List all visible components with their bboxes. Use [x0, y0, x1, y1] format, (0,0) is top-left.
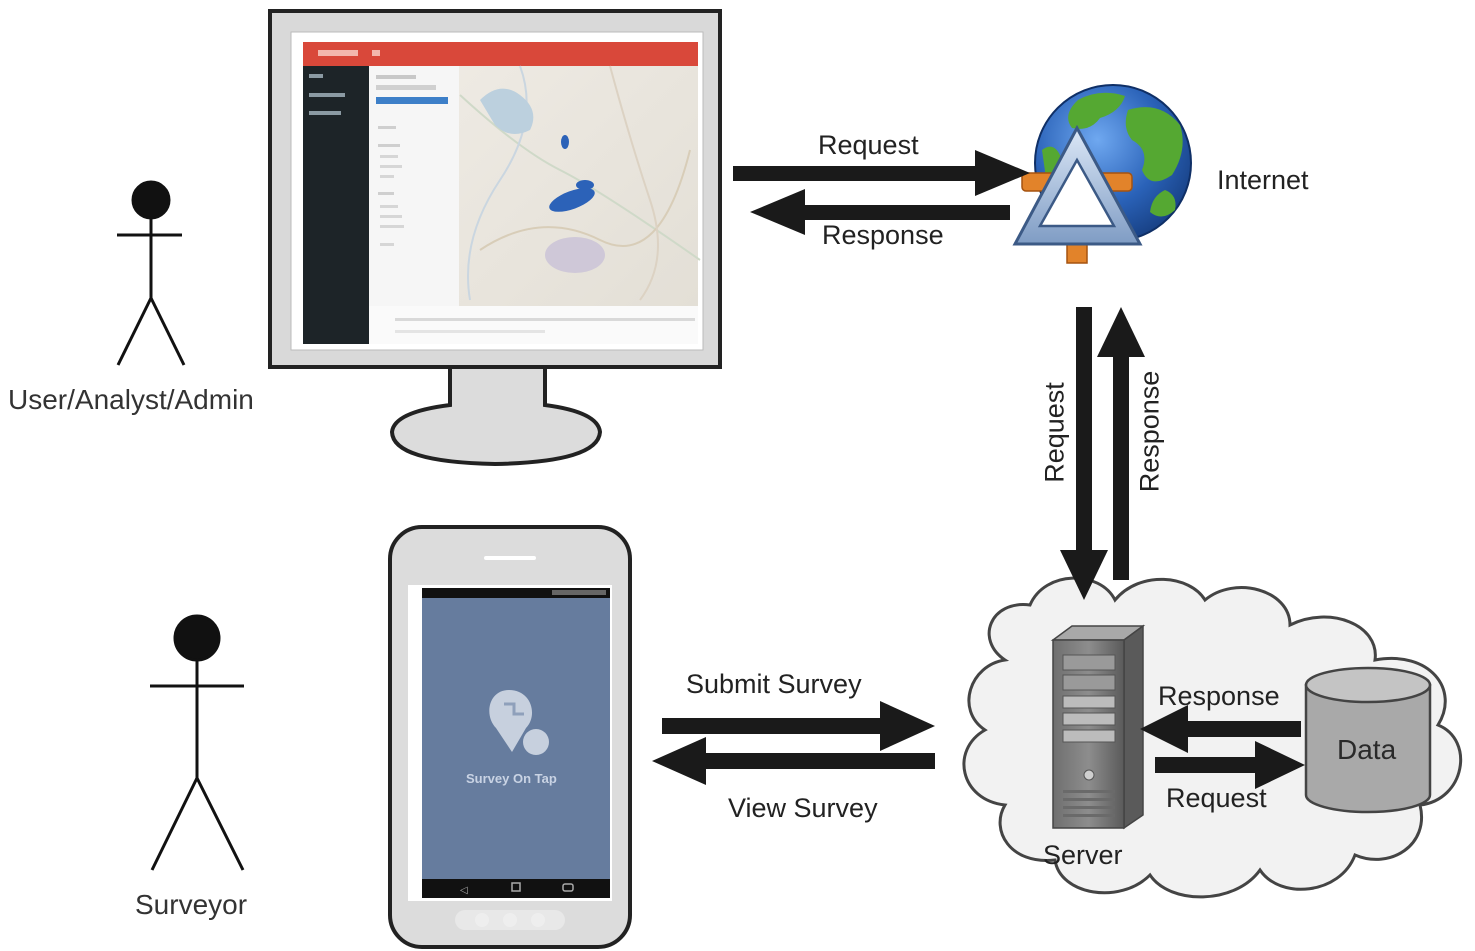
server-label: Server	[1043, 840, 1123, 870]
arrow-request-to-server	[1060, 307, 1108, 600]
arrow-data-request	[1155, 741, 1305, 789]
arrow-response-to-internet	[1097, 307, 1145, 580]
data-label: Data	[1337, 734, 1397, 765]
arrow-submit-survey	[662, 701, 935, 751]
phone-status-bar	[422, 588, 610, 598]
app-filter-panel	[369, 66, 459, 306]
arrow-data-response	[1140, 705, 1301, 753]
arrow-response-to-monitor	[750, 189, 1010, 235]
surveyor-actor-icon	[150, 614, 245, 871]
data-request-label: Request	[1166, 783, 1267, 813]
submit-survey-label: Submit Survey	[686, 669, 862, 699]
survey-app-logo-icon	[489, 690, 549, 755]
app-data-table	[369, 306, 698, 344]
arrow-view-survey	[652, 737, 935, 785]
desktop-monitor	[268, 9, 722, 467]
request-to-server-label: Request	[1039, 382, 1070, 483]
smartphone: ◁	[388, 525, 632, 949]
response-to-internet-label: Response	[1134, 370, 1165, 493]
phone-speaker	[484, 556, 536, 560]
app-sidebar	[303, 66, 369, 344]
view-survey-label: View Survey	[728, 793, 878, 823]
data-cylinder-icon	[1304, 666, 1432, 814]
monitor-stand	[389, 360, 603, 467]
app-header-bar	[303, 42, 698, 66]
phone-app-title: Survey On Tap	[466, 771, 557, 786]
internet-label: Internet	[1217, 165, 1309, 195]
server-tower-icon	[1050, 624, 1146, 830]
arrow-request-to-internet	[733, 150, 1030, 196]
phone-nav-bar	[422, 879, 610, 898]
user-actor-label: User/Analyst/Admin	[8, 384, 254, 415]
svg-text:◁: ◁	[460, 885, 468, 896]
surveyor-actor-label: Surveyor	[135, 889, 248, 920]
user-actor-icon	[116, 180, 186, 366]
response-to-monitor-label: Response	[822, 220, 944, 250]
internet-globe-icon	[1012, 84, 1192, 264]
request-to-internet-label: Request	[818, 130, 919, 160]
data-response-label: Response	[1158, 681, 1280, 711]
